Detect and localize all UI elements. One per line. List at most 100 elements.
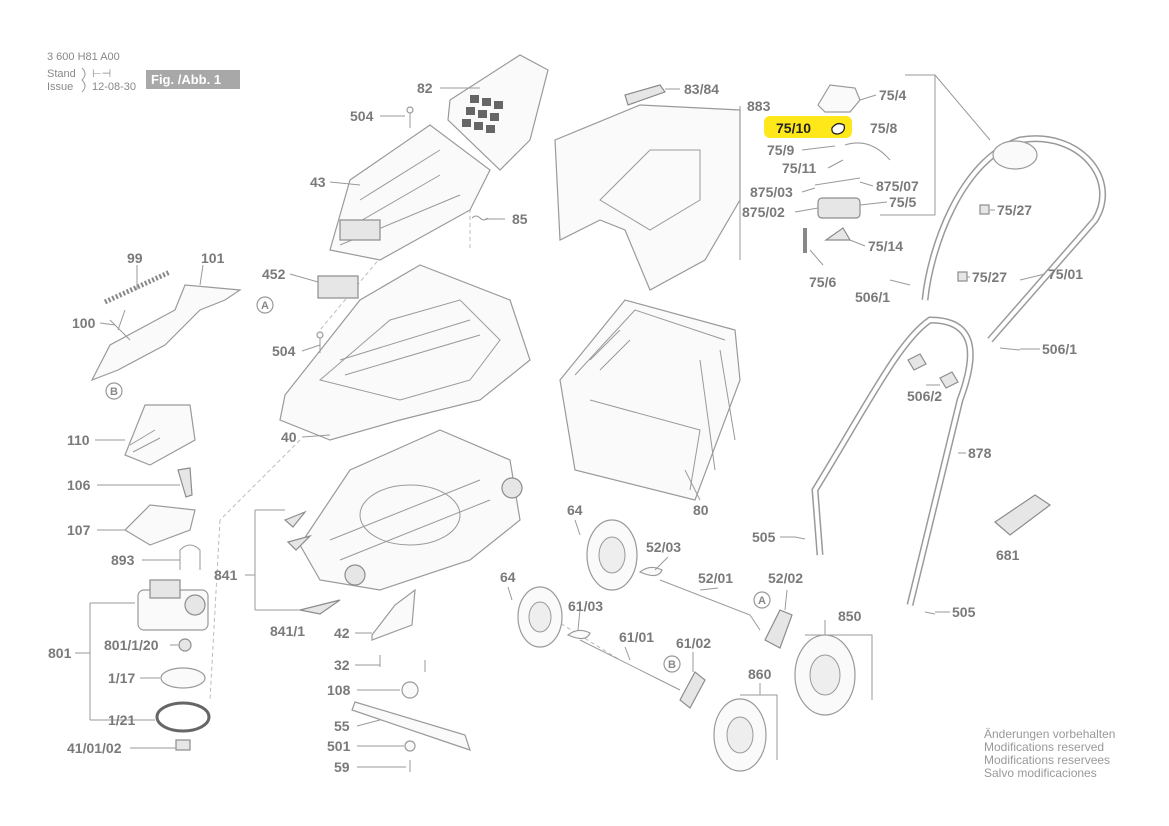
label-101: 101 xyxy=(201,250,225,266)
label-59: 59 xyxy=(334,759,350,775)
label-452: 452 xyxy=(262,266,286,282)
blade-lifter-841 xyxy=(283,510,341,615)
blade-55 xyxy=(351,701,471,751)
label-108: 108 xyxy=(327,682,351,698)
axle-52-01 xyxy=(659,579,761,631)
label-841-1: 841/1 xyxy=(270,623,305,639)
label-505a: 505 xyxy=(752,529,776,545)
note-line-2: Modifications reserved xyxy=(984,740,1104,754)
label-41-01-02: 41/01/02 xyxy=(67,740,122,756)
blade-holder-108 xyxy=(401,681,419,699)
label-841: 841 xyxy=(214,567,238,583)
label-501: 501 xyxy=(327,738,351,754)
clip-75-14 xyxy=(824,227,852,241)
label-85: 85 xyxy=(512,211,528,227)
label-83-84: 83/84 xyxy=(684,81,719,97)
label-80: 80 xyxy=(693,502,709,518)
bearing-801-1-20 xyxy=(178,638,192,652)
bracket-893 xyxy=(179,544,201,570)
switch-875-02 xyxy=(817,197,861,219)
cover-75-4 xyxy=(817,84,861,113)
label-1-17: 1/17 xyxy=(108,670,135,686)
label-504a: 504 xyxy=(350,108,374,124)
label-505b: 505 xyxy=(952,604,976,620)
label-52-03: 52/03 xyxy=(646,539,681,555)
label-1-21: 1/21 xyxy=(108,712,135,728)
label-100: 100 xyxy=(72,315,96,331)
note-line-3: Modifications reservees xyxy=(984,753,1110,767)
switch-box-110 xyxy=(124,404,196,466)
top-cover-82 xyxy=(447,54,549,171)
motor-cover-43 xyxy=(329,124,491,261)
doc-number: 3 600 H81 A00 xyxy=(47,51,120,63)
washer-501 xyxy=(404,740,416,752)
label-75-01: 75/01 xyxy=(1048,266,1083,282)
brace-icon xyxy=(81,67,86,93)
label-681: 681 xyxy=(996,547,1020,563)
switch-box-452 xyxy=(317,275,359,299)
label-801-1-20: 801/1/20 xyxy=(104,637,159,653)
note-line-1: Änderungen vorbehalten xyxy=(984,727,1115,741)
label-99: 99 xyxy=(127,250,143,266)
label-52-01: 52/01 xyxy=(698,570,733,586)
label-75-14: 75/14 xyxy=(868,238,903,254)
label-61-03: 61/03 xyxy=(568,598,603,614)
label-106: 106 xyxy=(67,477,91,493)
contact-875-03 xyxy=(814,177,861,186)
label-75-27b: 75/27 xyxy=(972,269,1007,285)
bushing-41-01-02 xyxy=(175,739,191,751)
belt-1-21 xyxy=(155,701,211,733)
knob-506-2 xyxy=(907,353,959,389)
label-82: 82 xyxy=(417,80,433,96)
label-893: 893 xyxy=(111,552,135,568)
label-75-8: 75/8 xyxy=(870,120,897,136)
stand-label: Stand xyxy=(47,68,76,80)
ref-a-2: A xyxy=(758,595,766,607)
label-75-11: 75/11 xyxy=(782,160,816,176)
spring-85 xyxy=(471,215,489,221)
axle-61-01 xyxy=(579,639,681,691)
bushing-61-03 xyxy=(566,629,591,640)
label-75-5: 75/5 xyxy=(889,194,916,210)
label-55: 55 xyxy=(334,718,350,734)
figure-label: Fig. /Abb. 1 xyxy=(151,72,221,87)
label-506-1a: 506/1 xyxy=(855,289,890,305)
motor-801 xyxy=(137,579,209,631)
bushing-52-03 xyxy=(638,566,663,577)
label-860: 860 xyxy=(748,666,772,682)
handle-83-84 xyxy=(624,84,666,106)
lever-52-02 xyxy=(764,609,793,649)
label-875-07: 875/07 xyxy=(876,178,919,194)
issue-date: 12-08-30 xyxy=(92,81,136,93)
housing-40 xyxy=(279,264,531,441)
label-504b: 504 xyxy=(272,343,296,359)
label-801: 801 xyxy=(48,645,72,661)
label-875-03: 875/03 xyxy=(750,184,793,200)
label-110: 110 xyxy=(67,432,90,448)
pulley-1-17 xyxy=(160,667,206,689)
cover-107 xyxy=(124,504,196,546)
label-506-1b: 506/1 xyxy=(1042,341,1077,357)
part-75-10-icon xyxy=(831,122,846,135)
label-52-02: 52/02 xyxy=(768,570,803,586)
label-875-02: 875/02 xyxy=(742,204,785,220)
label-75-27a: 75/27 xyxy=(997,202,1032,218)
label-61-02: 61/02 xyxy=(676,635,711,651)
clip-75-27a xyxy=(979,204,990,215)
stand-mark: ⊢⊣ xyxy=(92,68,111,80)
label-883: 883 xyxy=(747,98,771,114)
label-64a: 64 xyxy=(567,502,583,518)
handle-switch xyxy=(992,140,1038,170)
label-61-01: 61/01 xyxy=(619,629,654,645)
mower-deck xyxy=(299,429,523,591)
ref-a-1: A xyxy=(261,300,269,312)
figure-label-box xyxy=(146,70,240,89)
grass-box-lid-883 xyxy=(554,104,741,291)
label-32: 32 xyxy=(334,657,350,673)
label-75-4: 75/4 xyxy=(879,87,906,103)
issue-label: Issue xyxy=(47,81,73,93)
note-line-4: Salvo modificaciones xyxy=(984,766,1097,780)
label-75-6: 75/6 xyxy=(809,274,836,290)
clip-100 xyxy=(109,309,131,341)
leader-lines xyxy=(75,74,1046,768)
